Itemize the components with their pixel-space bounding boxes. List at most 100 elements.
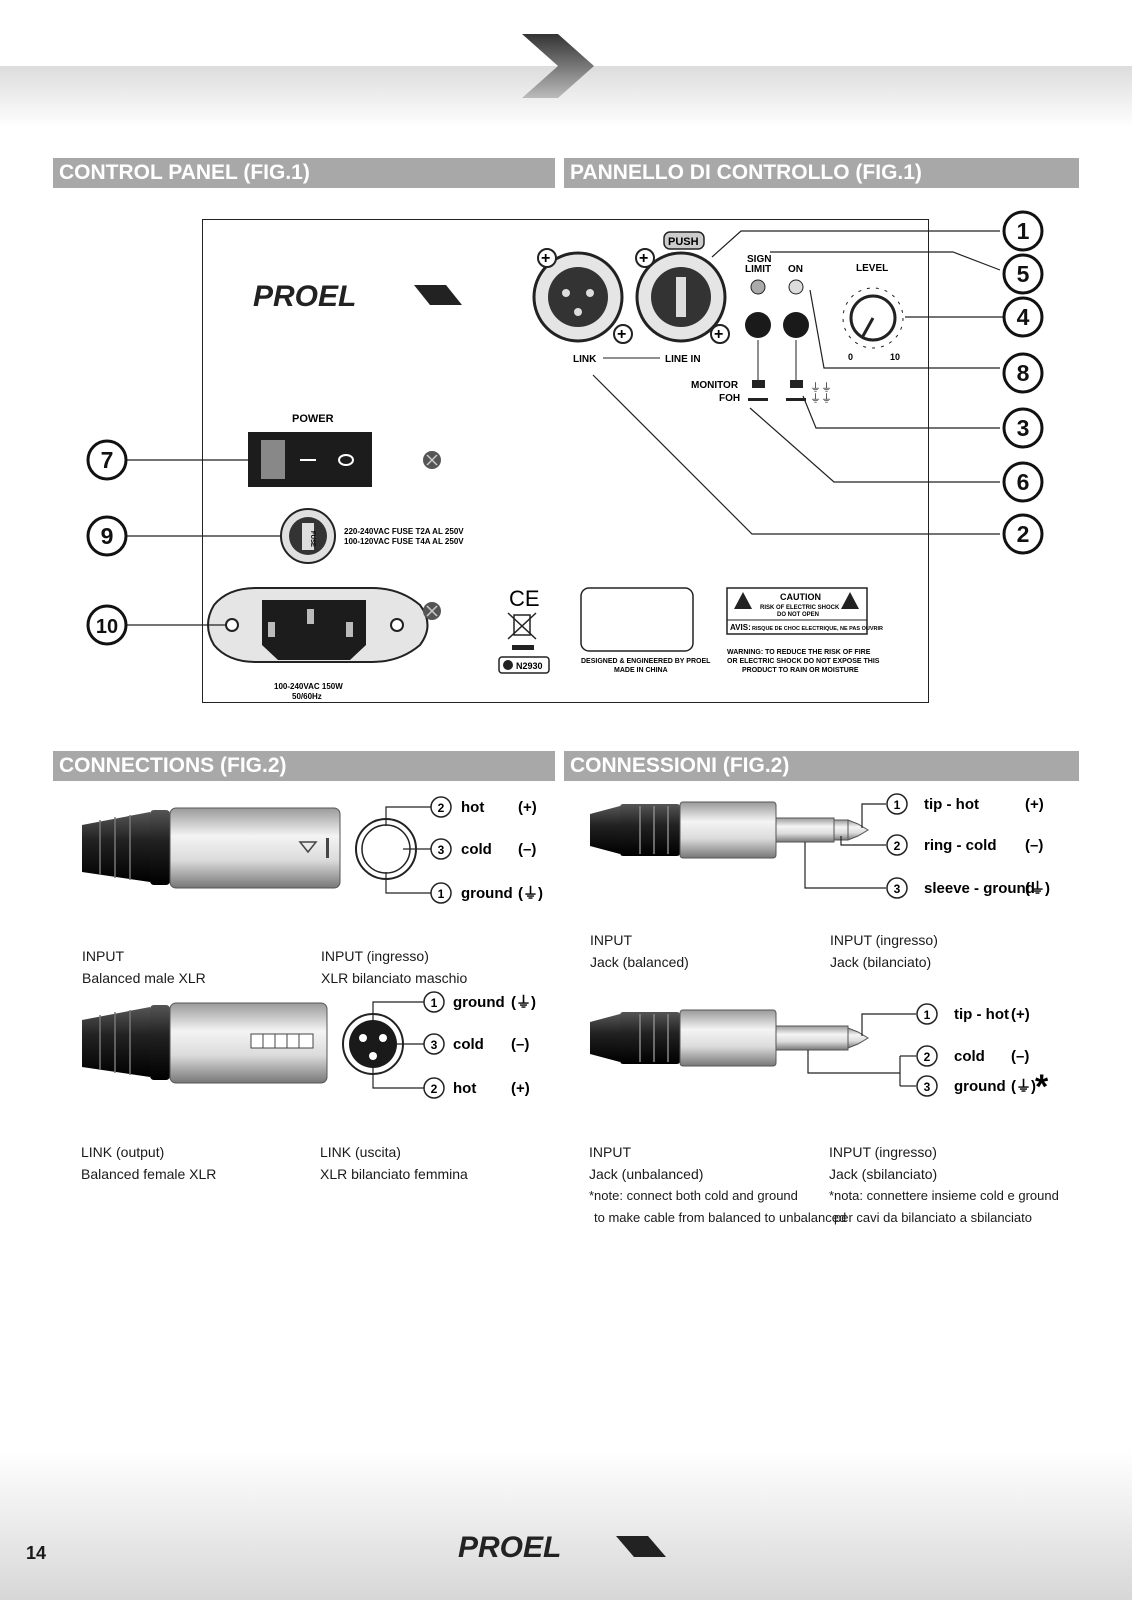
caution-title: CAUTION bbox=[780, 592, 821, 602]
callout-leaders bbox=[125, 230, 1003, 626]
svg-text:1: 1 bbox=[1017, 218, 1030, 244]
svg-text:2: 2 bbox=[438, 801, 445, 815]
svg-text:5: 5 bbox=[1017, 261, 1030, 287]
xlr-male-caption-it: INPUT (ingresso)XLR bilanciato maschio bbox=[321, 948, 468, 986]
fuse-cap-label: FUSE bbox=[309, 531, 315, 547]
warning-line-2: OR ELECTRIC SHOCK DO NOT EXPOSE THIS bbox=[727, 658, 880, 665]
level-min: 0 bbox=[848, 352, 853, 362]
xlr-female-plug bbox=[82, 1002, 328, 1084]
fuse-rating-1: 220-240VAC FUSE T2A AL 250V bbox=[344, 527, 464, 536]
link-xlr-socket: + + bbox=[532, 248, 633, 344]
pin-polarity: (+) bbox=[1025, 796, 1044, 813]
section-control-panel-it: PANNELLO DI CONTROLLO (FIG.1) bbox=[564, 158, 1079, 188]
push-label: PUSH bbox=[668, 236, 699, 248]
xlr-female-caption-en: LINK (output)Balanced female XLR bbox=[81, 1144, 217, 1182]
footer-logo: PROEL bbox=[458, 1531, 666, 1564]
sign-limit-led bbox=[750, 279, 766, 295]
designed-by: DESIGNED & ENGINEERED BY PROEL bbox=[581, 658, 711, 665]
ce-mark: CE bbox=[509, 586, 540, 611]
weee-bin-icon bbox=[507, 612, 537, 650]
ground-symbol-icon: ⏚⏚ bbox=[810, 381, 832, 394]
svg-text:3: 3 bbox=[894, 882, 901, 896]
level-max: 10 bbox=[890, 352, 900, 362]
callout-9: 9 bbox=[86, 515, 128, 557]
jack-unbalanced-plug bbox=[590, 1009, 869, 1067]
screw-icon bbox=[423, 602, 441, 620]
level-knob bbox=[842, 287, 904, 349]
mains-rating-1: 100-240VAC 150W bbox=[274, 682, 343, 691]
brand-wedge-icon bbox=[616, 1536, 666, 1557]
svg-text:3: 3 bbox=[1017, 415, 1030, 441]
power-label: POWER bbox=[292, 413, 334, 425]
section-connections-en: CONNECTIONS (FIG.2) bbox=[53, 751, 555, 781]
foh-label: FOH bbox=[719, 393, 740, 404]
svg-text:10: 10 bbox=[96, 616, 118, 638]
callout-10: 10 bbox=[86, 604, 128, 646]
callout-8: 8 bbox=[1002, 352, 1044, 394]
svg-text:7: 7 bbox=[101, 447, 114, 473]
lightning-triangle-icon bbox=[841, 592, 859, 609]
pin-polarity: (+) bbox=[511, 1080, 530, 1097]
monitor-foh-button bbox=[745, 312, 771, 338]
pin-name: ground bbox=[453, 994, 505, 1011]
on-label: ON bbox=[788, 264, 803, 275]
line-in-combo-socket: + + PUSH bbox=[635, 231, 730, 344]
on-led bbox=[788, 279, 804, 295]
pin-name: ground bbox=[954, 1078, 1006, 1095]
pin-polarity: (–) bbox=[1011, 1048, 1029, 1065]
xlr-female-caption-it: LINK (uscita)XLR bilanciato femmina bbox=[320, 1144, 468, 1182]
warning-triangle-icon bbox=[734, 592, 752, 609]
fuse-holder: FUSE bbox=[280, 508, 336, 564]
callout-6: 6 bbox=[1002, 461, 1044, 503]
ground-lift-symbol-icon: ⏚⏚ bbox=[810, 392, 832, 405]
callout-5: 5 bbox=[1002, 253, 1044, 295]
section-control-panel-en: CONTROL PANEL (FIG.1) bbox=[53, 158, 555, 188]
callout-7: 7 bbox=[86, 439, 128, 481]
jack-unbal-caption-it: INPUT (ingresso)Jack (sbilanciato) *nota… bbox=[829, 1144, 1059, 1225]
warning-line-1: WARNING: TO REDUCE THE RISK OF FIRE bbox=[727, 649, 871, 656]
rcm-icon bbox=[503, 660, 513, 670]
footer-brand: PROEL bbox=[458, 1531, 561, 1564]
svg-text:1: 1 bbox=[894, 798, 901, 812]
mains-rating-2: 50/60Hz bbox=[292, 692, 322, 701]
pin-name: ring - cold bbox=[924, 837, 997, 854]
screw-icon bbox=[423, 451, 441, 469]
pin-name: hot bbox=[453, 1080, 476, 1097]
chevron-right-icon bbox=[522, 34, 594, 98]
pin-polarity: (⏚) bbox=[518, 885, 543, 902]
svg-text:8: 8 bbox=[1017, 360, 1030, 386]
avis-label: AVIS: bbox=[730, 623, 751, 632]
svg-text:1: 1 bbox=[431, 996, 438, 1010]
svg-text:9: 9 bbox=[101, 523, 114, 549]
serial-label-area bbox=[580, 587, 694, 652]
callout-1: 1 bbox=[1002, 210, 1044, 252]
caution-line-2: RISK OF ELECTRIC SHOCK bbox=[760, 605, 840, 611]
pin-name: sleeve - ground bbox=[924, 880, 1035, 897]
sign-limit-label-1: SIGN bbox=[747, 254, 771, 265]
ground-lift-button bbox=[783, 312, 809, 338]
svg-text:3: 3 bbox=[431, 1038, 438, 1052]
xlr-male-plug bbox=[82, 807, 341, 889]
svg-text:4: 4 bbox=[1017, 304, 1030, 330]
footer-band bbox=[0, 1450, 1132, 1600]
pin-polarity: (⏚) bbox=[1011, 1078, 1036, 1095]
svg-text:+: + bbox=[617, 326, 626, 343]
power-switch bbox=[248, 432, 372, 487]
link-label: LINK bbox=[573, 354, 597, 365]
caution-line-3: DO NOT OPEN bbox=[777, 612, 819, 618]
warning-line-3: PRODUCT TO RAIN OR MOISTURE bbox=[742, 667, 859, 674]
page-number: 14 bbox=[26, 1543, 47, 1563]
pin-name: hot bbox=[461, 799, 484, 816]
sign-limit-label-2: LIMIT bbox=[745, 264, 771, 275]
pin-name: tip - hot bbox=[954, 1006, 1009, 1023]
rear-panel-figure bbox=[202, 219, 929, 703]
